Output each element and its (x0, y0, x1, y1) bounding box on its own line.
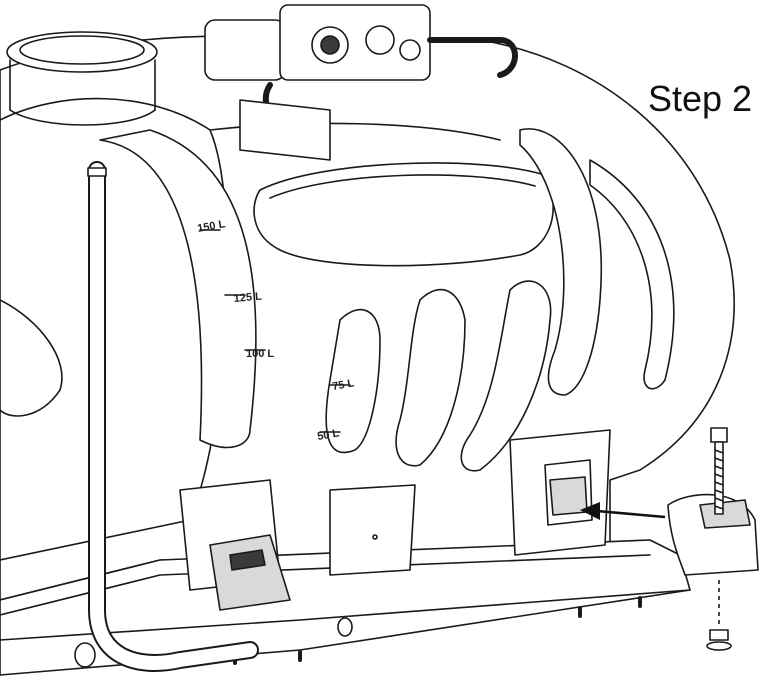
gauge-labels: 150 L 125 L 100 L 75 L 50 L (196, 218, 355, 443)
saddle-middle (329, 484, 416, 576)
gauge-label-50: 50 L (316, 427, 340, 443)
insertion-arrow (580, 502, 666, 520)
gauge-label-75: 75 L (331, 377, 355, 393)
frame-tube (87, 161, 259, 672)
saddle-left (179, 479, 291, 611)
gauge-label-100: 100 L (246, 348, 274, 360)
clamp-with-bolt (667, 427, 759, 651)
gauge-label-150: 150 L (196, 218, 226, 235)
gauge-label-125: 125 L (233, 291, 262, 305)
label-recess (253, 162, 554, 267)
pump-assembly (204, 4, 518, 161)
saddle-right (509, 429, 611, 556)
tank-ribs (99, 128, 675, 472)
fill-gauge (199, 229, 351, 433)
fill-opening (6, 31, 158, 126)
step-title: Step 2 (648, 78, 753, 119)
